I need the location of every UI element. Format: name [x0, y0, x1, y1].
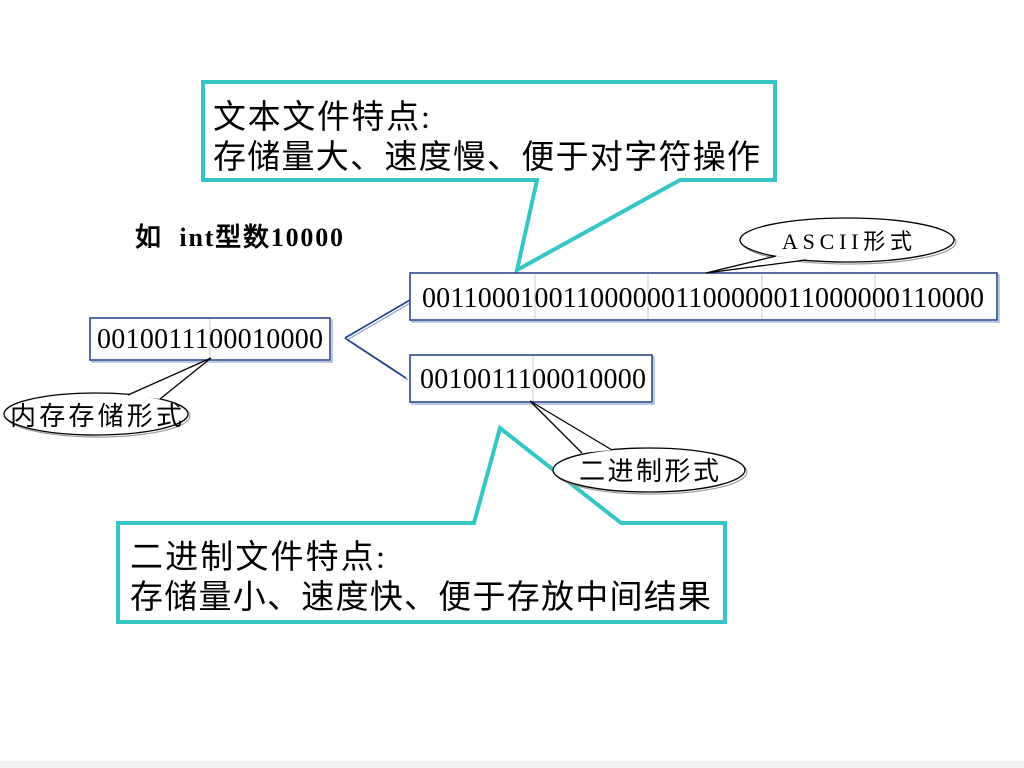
ascii-form-bubble-tail [705, 255, 807, 274]
text-file-callout-body: 存储量大、速度慢、便于对字符操作 [213, 139, 760, 176]
binary-form-bubble-tail [529, 400, 613, 454]
binary-value-box-frame [409, 354, 653, 403]
ascii-form-bubble: ASCII形式 [705, 217, 957, 274]
connector-lower [344, 337, 407, 379]
text-file-callout-shape [201, 80, 777, 274]
ascii-value-box: 0011000100110000001100000011000000110000 [409, 272, 1000, 323]
memory-form-bubble-shape [3, 392, 189, 436]
slide-footer-bar [0, 761, 1024, 768]
binary-file-callout-shape [116, 424, 727, 624]
binary-file-callout: 二进制文件特点: 存储量小、速度快、便于存放中间结果 [116, 424, 727, 624]
binary-form-label: 二进制形式 [579, 457, 719, 486]
branch-connector [344, 299, 413, 381]
text-file-callout: 文本文件特点: 存储量大、速度慢、便于对字符操作 [201, 80, 777, 274]
connector-upper [344, 299, 411, 339]
connector-upper-shadow [346, 301, 413, 341]
binary-form-bubble: 二进制形式 [529, 400, 748, 495]
binary-file-callout-title: 二进制文件特点: [130, 539, 385, 576]
binary-value-box: 0010011100010000 [409, 354, 655, 405]
memory-form-bubble-tail [127, 357, 212, 400]
memory-value-text: 0010011100010000 [97, 324, 323, 355]
text-file-callout-title: 文本文件特点: [213, 99, 430, 136]
memory-value-box: 0010011100010000 [89, 317, 333, 363]
ascii-form-bubble-shape [739, 217, 955, 263]
memory-form-bubble: 内存存储形式 [3, 357, 212, 438]
ascii-value-box-frame [409, 272, 998, 321]
binary-form-bubble-shape [552, 447, 746, 493]
binary-file-callout-body: 存储量小、速度快、便于存放中间结果 [130, 579, 711, 616]
binary-value-text: 0010011100010000 [420, 364, 646, 395]
intro-text: 如 int型数10000 [135, 223, 343, 252]
ascii-value-text: 0011000100110000001100000011000000110000 [422, 283, 984, 314]
